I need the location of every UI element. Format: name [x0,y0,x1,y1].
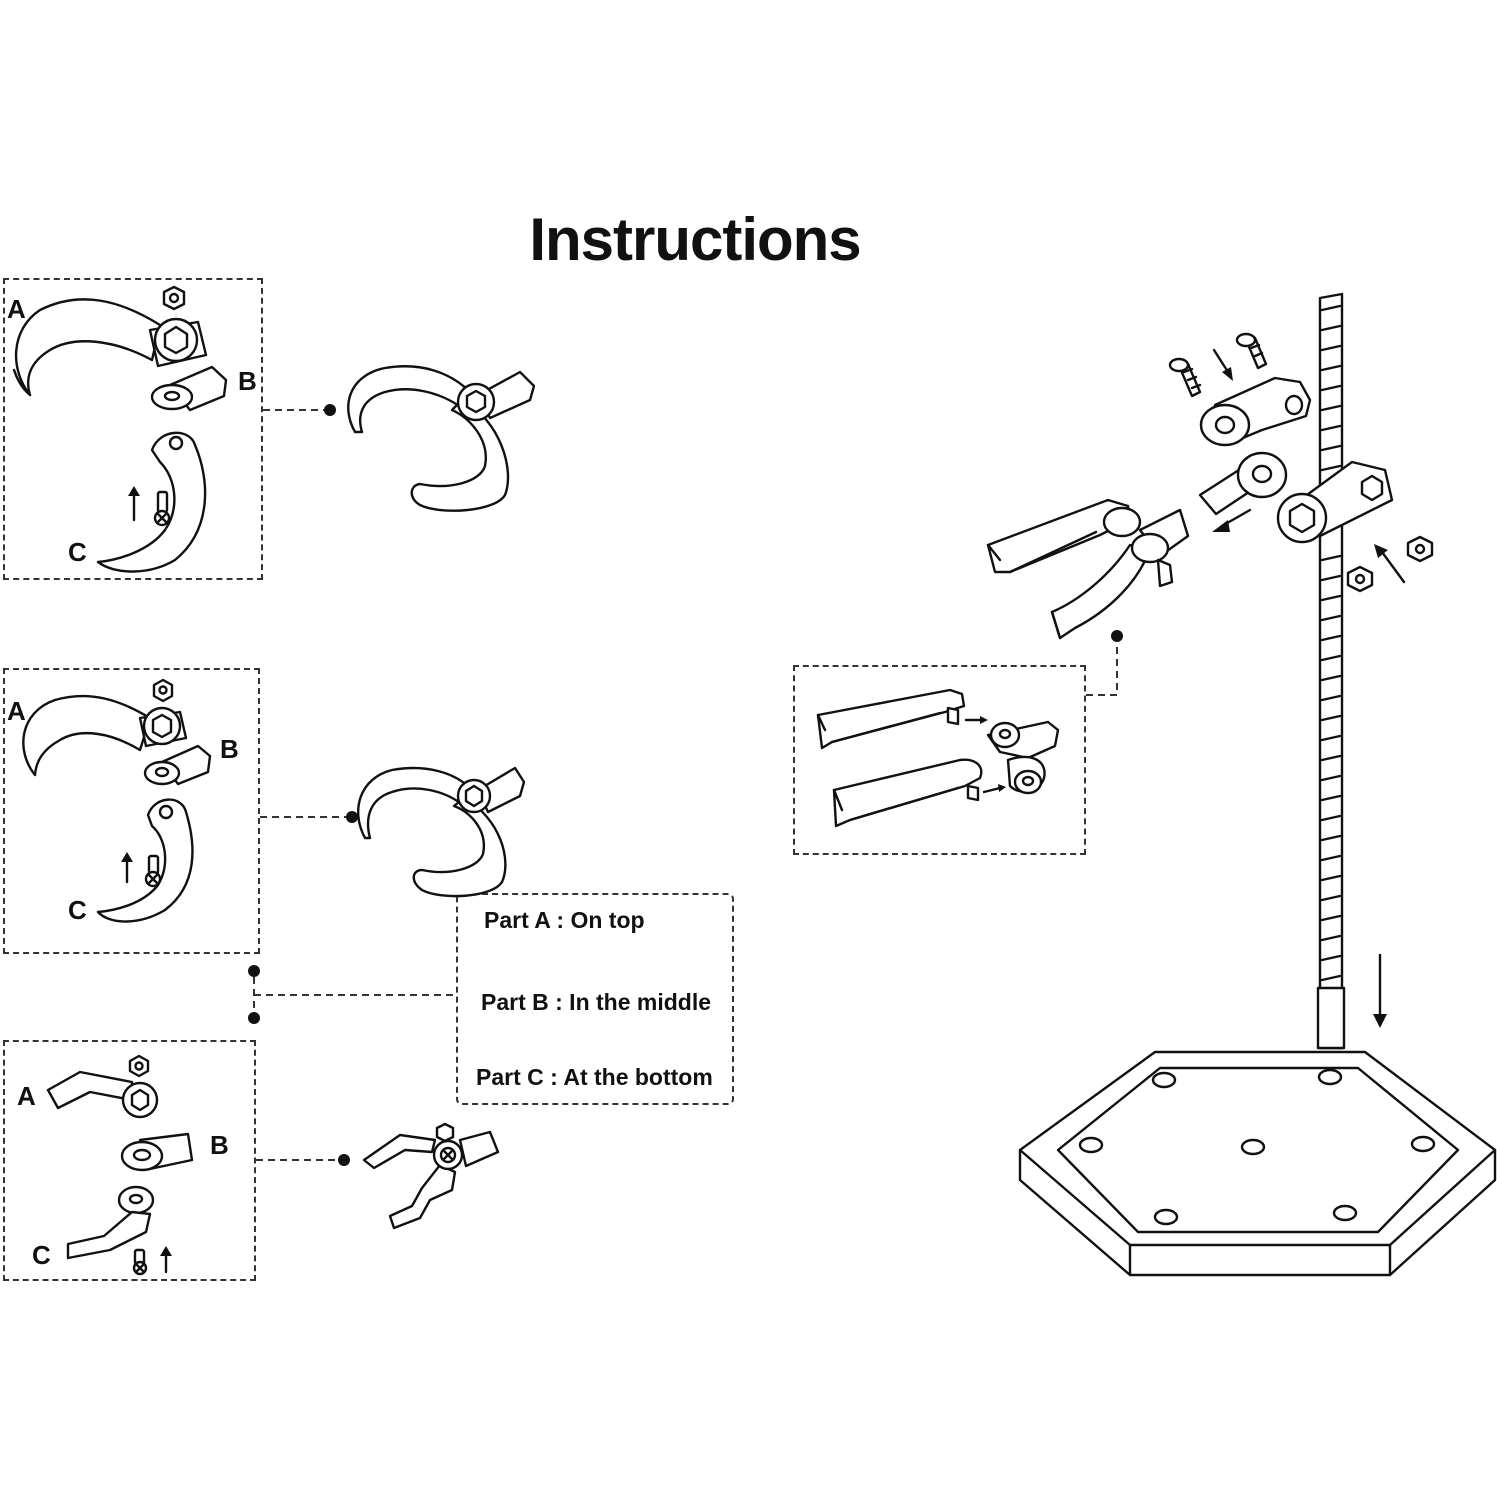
variant-3-screw-icon [132,1248,148,1276]
variant-2-box [3,668,260,954]
top-screws-icon [1168,332,1268,398]
legend-part-a: Part A : On top [484,907,645,933]
variant-1-hex-socket [148,317,208,368]
variant-1-part-c-label: C [68,537,87,567]
variant-3-part-a-label: A [17,1081,36,1111]
hub-left-arrow-icon [1212,508,1252,532]
variant-3-part-c-arm [66,1185,155,1260]
variant-1-up-arrow-icon [128,486,140,522]
variant-2-part-c-label: C [68,895,87,925]
threaded-rod [1316,292,1346,1050]
variant-2-part-b-label: B [220,734,239,764]
variant-2-nut-icon [152,678,174,703]
clip-subassembly [816,688,1060,828]
variant-1-part-b-label: B [238,366,257,396]
variant-2-part-a-hook [22,694,152,777]
rod-hex-clamp [1276,460,1394,544]
variant-2-screw-icon [144,854,162,888]
side-nuts-icon [1346,535,1434,593]
variant-2-part-b-arm [143,744,212,786]
clip-arms [986,498,1190,640]
variant-1-part-a-hook [12,298,162,397]
variant-3-part-b-arm [120,1132,194,1172]
bracket-part [1199,376,1312,447]
connector-lines [248,404,1123,1166]
variant-1-assembled-hook [347,365,536,512]
hexagonal-base [1018,1050,1497,1277]
variant-1-nut-icon [162,285,186,311]
variant-2-part-a-label: A [7,696,26,726]
screw-down-arrow-icon [1212,348,1233,381]
variant-1-screw-icon [153,490,171,527]
variant-3-assembled-clamp [362,1122,500,1230]
variant-3-box [3,1040,256,1281]
variant-1-part-a-label: A [7,294,26,324]
legend-part-b: Part B : In the middle [481,989,712,1015]
clip-assembly-box [793,665,1086,855]
hub-part [1198,451,1288,516]
nut-up-arrow-icon [1374,544,1406,584]
variant-3-part-b-label: B [210,1130,229,1160]
variant-3-hex-socket [121,1081,159,1119]
rod-down-arrow-icon [1373,953,1387,1028]
variant-3-part-c-label: C [32,1240,51,1270]
variant-2-up-arrow-icon [121,852,133,884]
variant-3-nut-icon [128,1054,150,1078]
variant-1-part-b-arm [150,365,228,412]
variant-2-hex-socket [138,706,188,748]
page-title: Instructions [529,206,861,273]
legend-box [456,893,734,1105]
variant-1-box [3,278,263,580]
legend-part-c: Part C : At the bottom [476,1064,713,1090]
variant-3-up-arrow-icon [160,1246,172,1274]
variant-1-part-c-hook [96,431,207,573]
variant-2-part-c-hook [96,798,194,923]
variant-3-part-a-arm [46,1070,134,1110]
variant-2-assembled-hook [356,766,526,898]
